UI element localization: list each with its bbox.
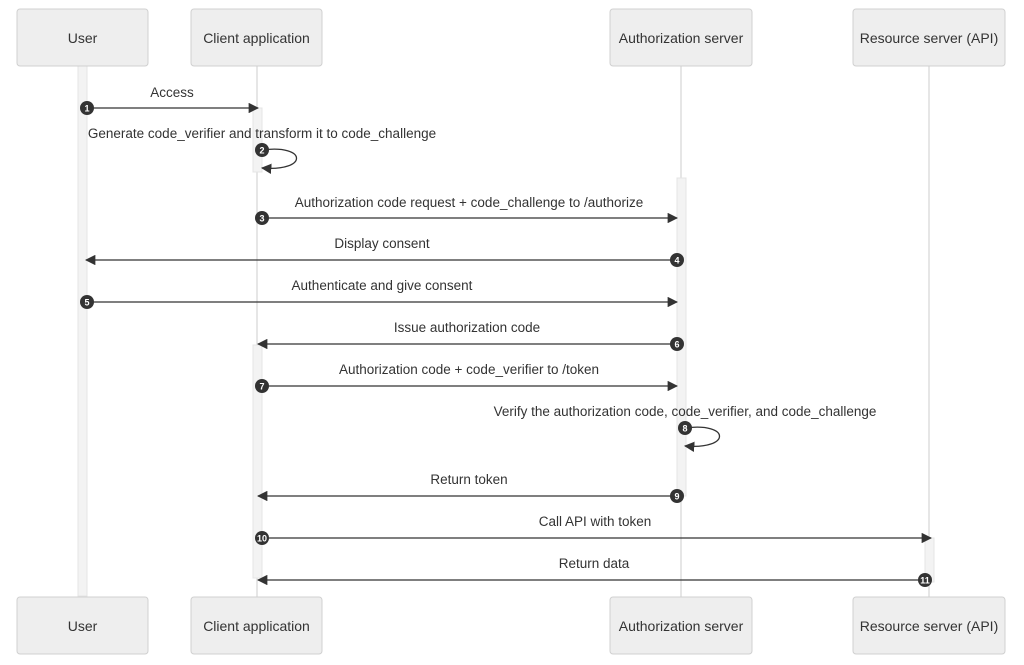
step-badge: 11 (918, 573, 932, 587)
step-badge: 10 (255, 531, 269, 545)
message-label: Authorization code + code_verifier to /t… (339, 362, 599, 377)
step-badge: 5 (80, 295, 94, 309)
step-badge: 4 (670, 253, 684, 267)
actor-label: Client application (203, 618, 310, 634)
message-label: Call API with token (539, 514, 652, 529)
message-label: Generate code_verifier and transform it … (88, 126, 436, 141)
step-badge: 9 (670, 489, 684, 503)
actor-box-resource-bottom: Resource server (API) (852, 596, 1006, 655)
message-arrow (683, 426, 720, 452)
step-badge: 6 (670, 337, 684, 351)
actor-box-client-bottom: Client application (190, 596, 323, 655)
step-badge: 3 (255, 211, 269, 225)
message-label: Issue authorization code (394, 320, 540, 335)
actor-box-auth-top: Authorization server (609, 8, 753, 67)
message-label: Authenticate and give consent (292, 278, 473, 293)
message-label: Access (150, 85, 194, 100)
message-5: Authenticate and give consent 5 (80, 278, 679, 309)
message-10: Call API with token 10 (255, 514, 933, 545)
svg-text:6: 6 (674, 339, 679, 349)
svg-text:3: 3 (259, 213, 264, 223)
message-arrow (260, 148, 297, 174)
message-label: Authorization code request + code_challe… (295, 195, 644, 210)
svg-text:11: 11 (920, 575, 930, 585)
message-label: Return data (559, 556, 630, 571)
svg-text:1: 1 (84, 103, 89, 113)
actor-label: Resource server (API) (860, 30, 998, 46)
actor-box-auth-bottom: Authorization server (609, 596, 753, 655)
message-8: Verify the authorization code, code_veri… (494, 404, 877, 452)
message-1: Access 1 (80, 85, 260, 115)
message-11: Return data 11 (256, 556, 932, 587)
message-3: Authorization code request + code_challe… (255, 195, 679, 225)
actor-box-user-top: User (16, 8, 149, 67)
actor-box-user-bottom: User (16, 596, 149, 655)
svg-text:4: 4 (674, 255, 679, 265)
message-label: Verify the authorization code, code_veri… (494, 404, 877, 419)
actor-label: User (68, 618, 98, 634)
activation-auth (676, 177, 687, 497)
actor-label: Authorization server (619, 618, 744, 634)
actor-label: Resource server (API) (860, 618, 998, 634)
svg-text:2: 2 (259, 145, 264, 155)
actor-label: Authorization server (619, 30, 744, 46)
svg-text:7: 7 (259, 381, 264, 391)
svg-text:10: 10 (257, 533, 267, 543)
actor-box-client-top: Client application (190, 8, 323, 67)
svg-text:9: 9 (674, 491, 679, 501)
message-9: Return token 9 (256, 472, 684, 503)
message-label: Return token (430, 472, 507, 487)
step-badge: 7 (255, 379, 269, 393)
svg-text:8: 8 (682, 423, 687, 433)
message-4: Display consent 4 (84, 236, 684, 267)
actor-label: Client application (203, 30, 310, 46)
message-7: Authorization code + code_verifier to /t… (255, 362, 679, 393)
actor-box-resource-top: Resource server (API) (852, 8, 1006, 67)
step-badge: 2 (255, 143, 269, 157)
step-badge: 8 (678, 421, 692, 435)
message-6: Issue authorization code 6 (256, 320, 684, 351)
activation-user (77, 65, 88, 597)
message-label: Display consent (334, 236, 430, 251)
actor-label: User (68, 30, 98, 46)
svg-text:5: 5 (84, 297, 89, 307)
message-2: Generate code_verifier and transform it … (88, 126, 436, 174)
step-badge: 1 (80, 101, 94, 115)
